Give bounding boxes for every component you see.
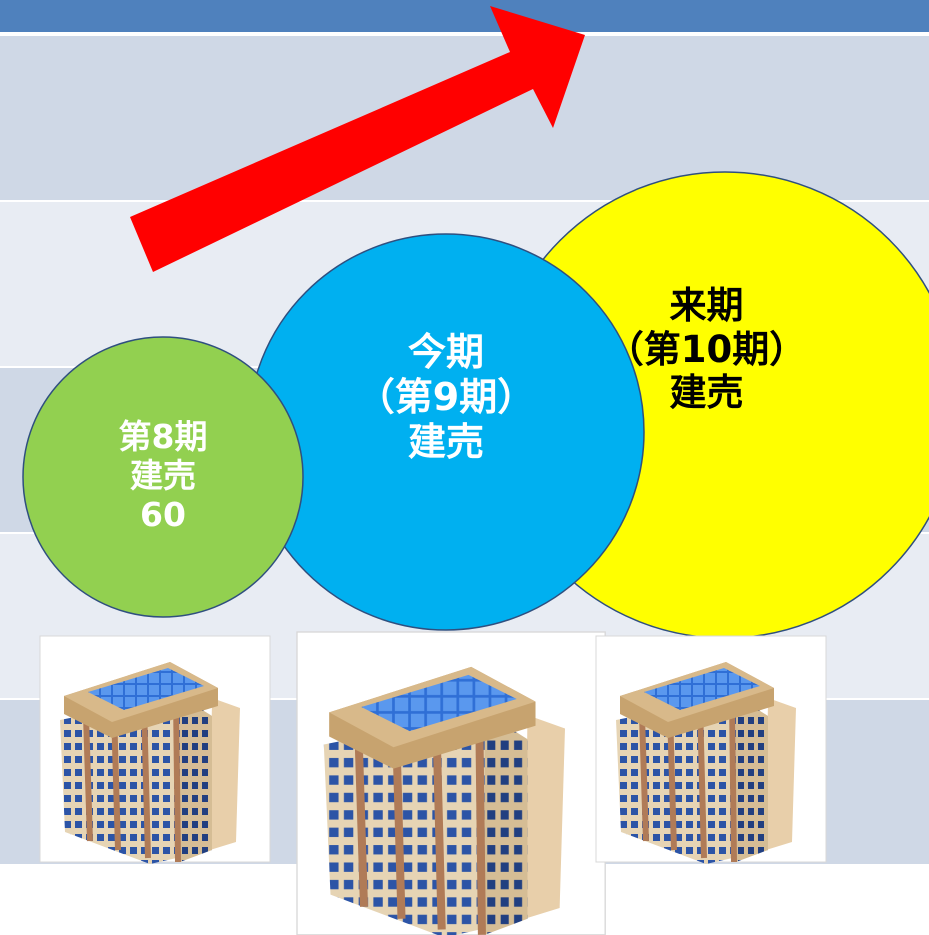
- circle-period-8-line-3: 60: [140, 494, 186, 534]
- circle-period-8-line-1: 第8期: [118, 417, 208, 456]
- circle-next-period-line-1: 来期: [669, 284, 744, 327]
- circle-period-8-label: 第8期 建売 60: [83, 417, 243, 535]
- solar-building-icon: [596, 636, 826, 864]
- circle-current-period-line-1: 今期: [407, 330, 484, 374]
- circle-next-period-line-2: （第10期）: [606, 327, 807, 371]
- circle-next-period-line-3: 建売: [669, 371, 744, 415]
- circle-current-period-line-2: （第9期）: [356, 374, 536, 419]
- solar-building-icon: [40, 636, 270, 864]
- circle-period-8: [22, 336, 304, 618]
- circle-current-period-label: 今期 （第9期） 建売: [311, 330, 581, 464]
- solar-building-icon: [297, 632, 605, 935]
- circle-next-period-label: 来期 （第10期） 建売: [594, 284, 819, 415]
- circle-period-8-line-2: 建売: [130, 455, 196, 495]
- circle-current-period-line-3: 建売: [407, 419, 484, 464]
- growth-arrow-icon: [130, 6, 585, 272]
- header-bar: [0, 0, 929, 32]
